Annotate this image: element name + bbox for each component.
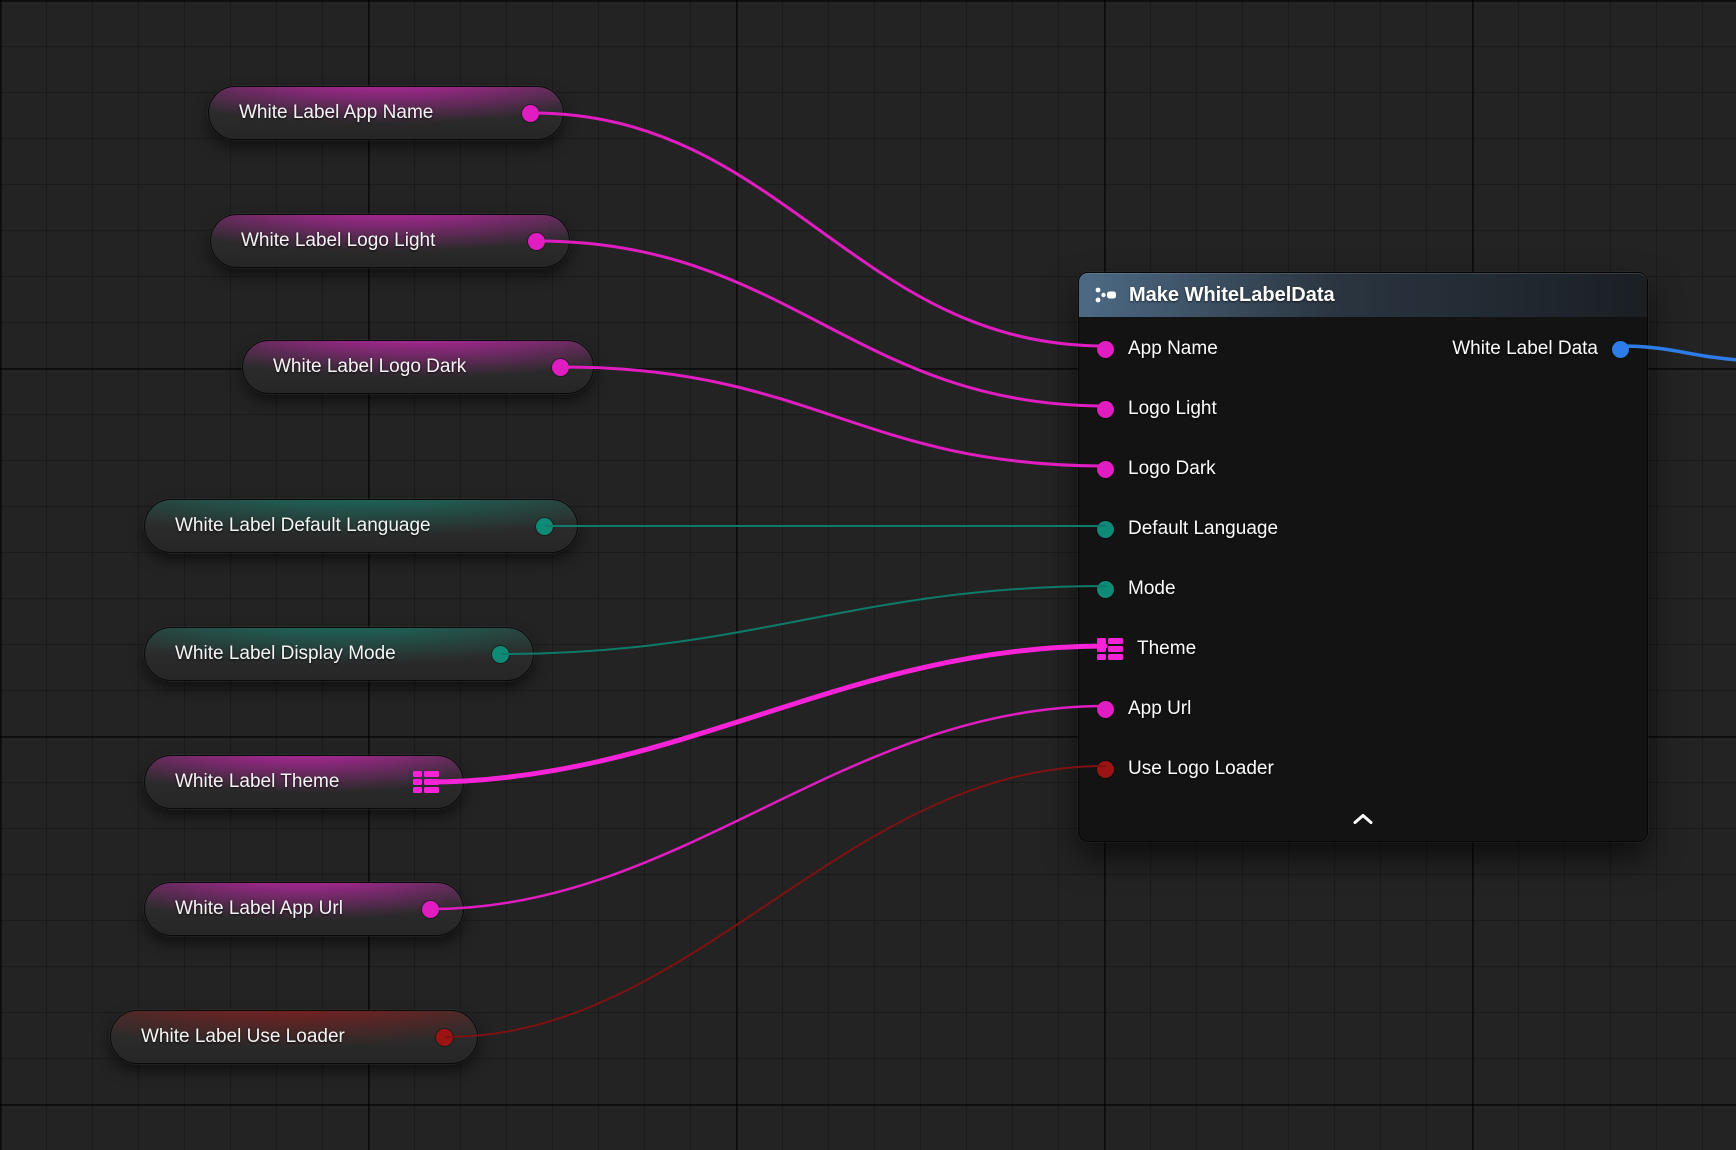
variable-name: White Label Theme bbox=[175, 771, 340, 792]
pin-label: App Name bbox=[1128, 338, 1218, 359]
wire-use-loader[interactable] bbox=[445, 765, 1106, 1038]
getter-node-default-language[interactable]: White Label Default Language bbox=[144, 499, 578, 553]
node-header[interactable]: Make WhiteLabelData bbox=[1079, 273, 1647, 317]
variable-name: White Label App Url bbox=[175, 898, 343, 919]
pin-row-theme: Theme bbox=[1079, 619, 1647, 679]
wire-app-url[interactable] bbox=[430, 704, 1107, 911]
pin-row-app-name: App Name White Label Data bbox=[1079, 319, 1647, 379]
pin-row-app-url: App Url bbox=[1079, 679, 1647, 739]
input-pin-teal[interactable] bbox=[1097, 580, 1114, 598]
pin-label: Use Logo Loader bbox=[1128, 758, 1274, 779]
variable-name: White Label Display Mode bbox=[175, 643, 396, 664]
input-pin-magenta[interactable] bbox=[1097, 340, 1114, 358]
pin-row-use-logo-loader: Use Logo Loader bbox=[1079, 739, 1647, 799]
variable-name: White Label Logo Light bbox=[241, 230, 436, 251]
node-title: Make WhiteLabelData bbox=[1129, 283, 1335, 306]
pin-label: Logo Light bbox=[1128, 398, 1217, 419]
getter-node-app-url[interactable]: White Label App Url bbox=[144, 882, 464, 936]
output-pin-blue[interactable] bbox=[1612, 340, 1629, 358]
struct-grid-icon[interactable] bbox=[1097, 638, 1123, 660]
input-pin-magenta[interactable] bbox=[1097, 400, 1114, 418]
wire-theme[interactable] bbox=[424, 643, 1108, 785]
wire-logo-dark[interactable] bbox=[560, 365, 1107, 468]
input-pin-magenta[interactable] bbox=[1097, 460, 1114, 478]
wire-app-name[interactable] bbox=[530, 111, 1107, 348]
input-pin-magenta[interactable] bbox=[1097, 700, 1114, 718]
pin-label: Default Language bbox=[1128, 518, 1279, 539]
variable-name: White Label Use Loader bbox=[141, 1026, 345, 1047]
variable-name: White Label Default Language bbox=[175, 515, 431, 536]
node-body: App Name White Label Data Logo Light Log… bbox=[1079, 317, 1647, 841]
wire-white-label-data[interactable] bbox=[1619, 344, 1736, 362]
output-pin-label: White Label Data bbox=[1452, 338, 1598, 359]
getter-node-app-name[interactable]: White Label App Name bbox=[208, 86, 564, 140]
pin-row-default-language: Default Language bbox=[1079, 499, 1647, 559]
getter-node-display-mode[interactable]: White Label Display Mode bbox=[144, 627, 534, 681]
pin-label: Logo Dark bbox=[1128, 458, 1216, 479]
output-pin-red[interactable] bbox=[436, 1028, 453, 1046]
collapse-node-button[interactable] bbox=[1079, 799, 1647, 841]
variable-name: White Label Logo Dark bbox=[273, 356, 467, 377]
getter-node-theme[interactable]: White Label Theme bbox=[144, 755, 464, 809]
wire-logo-light[interactable] bbox=[536, 239, 1107, 408]
output-pin-magenta[interactable] bbox=[422, 900, 439, 918]
pin-row-logo-light: Logo Light bbox=[1079, 379, 1647, 439]
pin-row-mode: Mode bbox=[1079, 559, 1647, 619]
output-pin-teal[interactable] bbox=[492, 645, 509, 663]
getter-node-use-loader[interactable]: White Label Use Loader bbox=[110, 1010, 478, 1064]
make-whitelabeldata-node[interactable]: Make WhiteLabelData App Name White Label… bbox=[1078, 272, 1648, 842]
input-pin-teal[interactable] bbox=[1097, 520, 1114, 538]
getter-node-logo-light[interactable]: White Label Logo Light bbox=[210, 214, 570, 268]
chevron-up-icon bbox=[1353, 811, 1373, 829]
variable-name: White Label App Name bbox=[239, 102, 434, 123]
pin-row-logo-dark: Logo Dark bbox=[1079, 439, 1647, 499]
output-pin-teal[interactable] bbox=[536, 517, 553, 535]
pin-label: Mode bbox=[1128, 578, 1176, 599]
getter-node-logo-dark[interactable]: White Label Logo Dark bbox=[242, 340, 594, 394]
input-pin-red[interactable] bbox=[1097, 760, 1114, 778]
pin-label: Theme bbox=[1137, 638, 1197, 659]
pin-label: App Url bbox=[1128, 698, 1192, 719]
wire-display-mode[interactable] bbox=[501, 585, 1106, 655]
make-struct-icon bbox=[1094, 285, 1118, 305]
